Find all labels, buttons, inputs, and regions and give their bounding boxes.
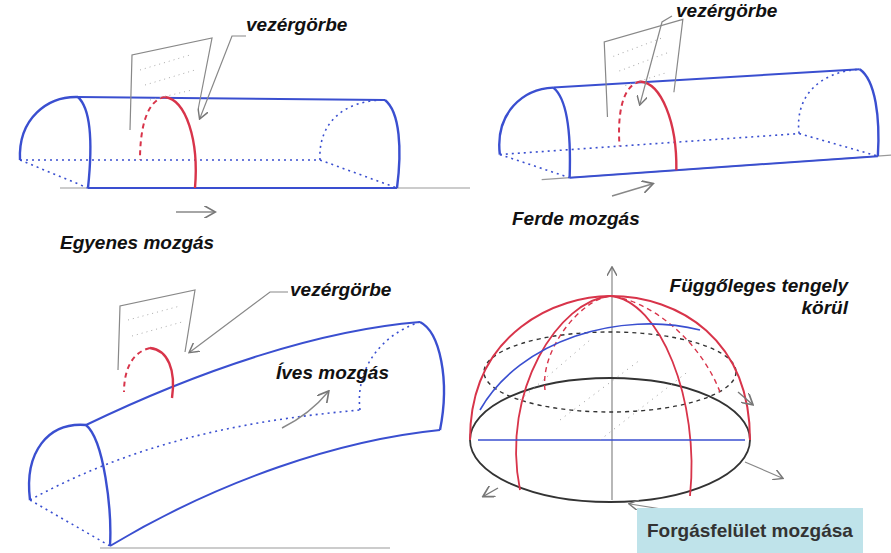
caption-label: vezérgörbe — [290, 279, 391, 301]
caption-label: Függőleges tengely körül — [636, 275, 848, 319]
caption-label: Íves mozgás — [276, 362, 389, 384]
caption-label: Egyenes mozgás — [60, 232, 214, 254]
caption-label: vezérgörbe — [676, 0, 777, 22]
caption-label: Ferde mozgás — [512, 208, 640, 230]
box-text: Forgásfelület mozgása — [647, 520, 853, 542]
title-box: Forgásfelület mozgása — [637, 508, 863, 553]
caption-label: vezérgörbe — [246, 14, 347, 36]
